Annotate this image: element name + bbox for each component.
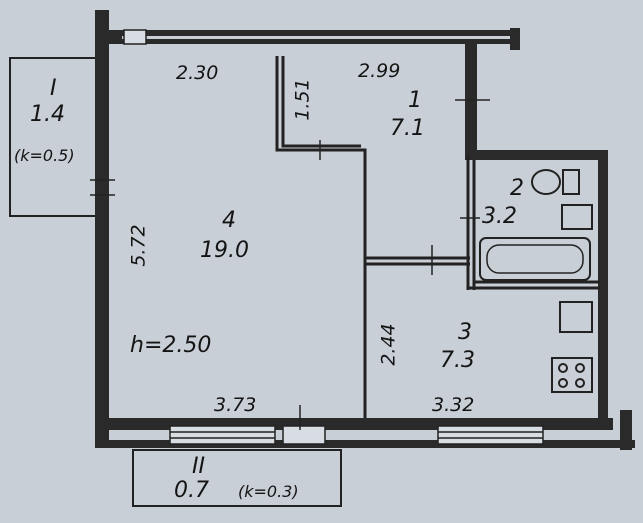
loggia-coefficient: (k=0.3) (238, 482, 299, 501)
balcony-area: 1.4 (30, 102, 65, 127)
bathtub (479, 237, 591, 281)
interior-walls (275, 56, 600, 418)
dimension-bottom-left: 3.73 (214, 394, 257, 416)
room-2-number: 2 (510, 176, 524, 201)
room-1-number: 1 (408, 88, 422, 113)
dimension-kitchen-height: 2.44 (377, 323, 400, 366)
stove (551, 357, 593, 393)
room-2-area: 3.2 (482, 204, 517, 229)
dimension-top-right: 2.99 (358, 60, 401, 82)
top-window (123, 29, 147, 45)
room-4-area: 19.0 (200, 238, 249, 263)
ceiling-height: h=2.50 (130, 333, 212, 358)
balcony-coefficient: (k=0.5) (14, 146, 75, 165)
bath-sink (561, 204, 593, 230)
dimension-corridor-depth: 1.51 (291, 78, 314, 121)
balcony-number: I (50, 76, 57, 101)
loggia-area: 0.7 (174, 478, 209, 503)
room-1-area: 7.1 (390, 116, 425, 141)
room-3-area: 7.3 (440, 348, 475, 373)
loggia-number: II (192, 454, 205, 479)
dimension-left-height: 5.72 (127, 224, 150, 267)
room-3-number: 3 (458, 320, 472, 345)
loggia-outline (132, 449, 342, 507)
kitchen-sink (559, 301, 593, 333)
toilet (531, 169, 561, 195)
dimension-top-left: 2.30 (176, 62, 219, 84)
tick-marks (90, 99, 490, 430)
dimension-bottom-right: 3.32 (432, 394, 475, 416)
room-4-number: 4 (222, 208, 236, 233)
outer-walls (95, 10, 635, 450)
windows (169, 425, 544, 445)
